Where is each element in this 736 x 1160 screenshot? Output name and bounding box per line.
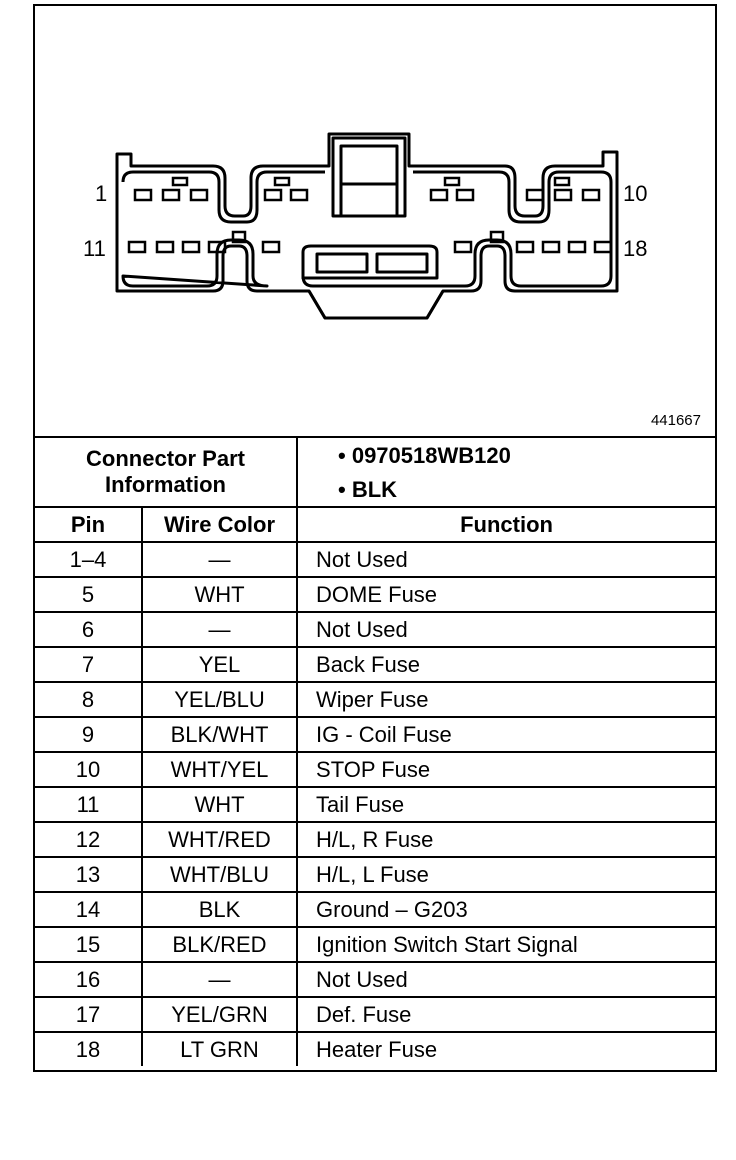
pin-cell: 7 bbox=[35, 646, 143, 683]
connector-diagram: 1 10 11 18 441667 bbox=[35, 6, 715, 436]
function-cell: Back Fuse bbox=[296, 646, 716, 683]
wire-color-cell: — bbox=[140, 961, 299, 998]
wire-color-cell: WHT/BLU bbox=[140, 856, 299, 893]
column-header-function: Function bbox=[296, 506, 716, 543]
wire-color-cell: BLK/WHT bbox=[140, 716, 299, 753]
pin-label-1: 1 bbox=[95, 181, 108, 206]
function-cell: STOP Fuse bbox=[296, 751, 716, 788]
pin-cell: 9 bbox=[35, 716, 143, 753]
part-info-label-line2: Information bbox=[105, 472, 226, 497]
wire-color-cell: — bbox=[140, 611, 299, 648]
wire-color-cell: BLK bbox=[140, 891, 299, 928]
figure-number: 441667 bbox=[650, 412, 701, 429]
part-info-label: Connector Part Information bbox=[35, 436, 299, 508]
connector-face-drawing bbox=[115, 132, 619, 320]
function-cell: Heater Fuse bbox=[296, 1031, 716, 1066]
column-header-pin: Pin bbox=[35, 506, 143, 543]
function-cell: H/L, L Fuse bbox=[296, 856, 716, 893]
wire-color-cell: WHT bbox=[140, 576, 299, 613]
pin-cell: 16 bbox=[35, 961, 143, 998]
function-cell: Not Used bbox=[296, 611, 716, 648]
table-row: 16—Not Used bbox=[35, 961, 716, 998]
wire-color-cell: WHT/YEL bbox=[140, 751, 299, 788]
function-cell: Def. Fuse bbox=[296, 996, 716, 1033]
wire-color-cell: LT GRN bbox=[140, 1031, 299, 1066]
table-row: 6—Not Used bbox=[35, 611, 716, 648]
pin-cell: 13 bbox=[35, 856, 143, 893]
wire-color-cell: WHT bbox=[140, 786, 299, 823]
function-cell: Not Used bbox=[296, 961, 716, 998]
part-info-row: Connector Part Information • 0970518WB12… bbox=[35, 436, 716, 508]
pin-cell: 18 bbox=[35, 1031, 143, 1066]
function-cell: Not Used bbox=[296, 541, 716, 578]
pin-cell: 1–4 bbox=[35, 541, 143, 578]
wire-color-cell: WHT/RED bbox=[140, 821, 299, 858]
wire-color-cell: YEL bbox=[140, 646, 299, 683]
wire-color-cell: YEL/BLU bbox=[140, 681, 299, 718]
pin-cell: 15 bbox=[35, 926, 143, 963]
function-cell: DOME Fuse bbox=[296, 576, 716, 613]
part-number: • 0970518WB120 bbox=[338, 443, 511, 468]
function-cell: Ignition Switch Start Signal bbox=[296, 926, 716, 963]
pin-cell: 14 bbox=[35, 891, 143, 928]
function-cell: Tail Fuse bbox=[296, 786, 716, 823]
connector-color: • BLK bbox=[338, 477, 398, 502]
pin-label-10: 10 bbox=[623, 181, 648, 206]
function-cell: Ground – G203 bbox=[296, 891, 716, 928]
function-cell: IG - Coil Fuse bbox=[296, 716, 716, 753]
pin-label-18: 18 bbox=[623, 236, 648, 261]
wire-color-cell: BLK/RED bbox=[140, 926, 299, 963]
pin-cell: 6 bbox=[35, 611, 143, 648]
part-info-values: • 0970518WB120 • BLK bbox=[296, 436, 716, 508]
pin-cell: 11 bbox=[35, 786, 143, 823]
pin-label-11: 11 bbox=[83, 236, 106, 261]
wire-color-cell: — bbox=[140, 541, 299, 578]
column-header-wire-color: Wire Color bbox=[140, 506, 299, 543]
part-info-label-line1: Connector Part bbox=[86, 446, 245, 471]
wire-color-cell: YEL/GRN bbox=[140, 996, 299, 1033]
pinout-table: Connector Part Information • 0970518WB12… bbox=[35, 436, 716, 1066]
pin-cell: 5 bbox=[35, 576, 143, 613]
pin-cell: 10 bbox=[35, 751, 143, 788]
pin-cell: 17 bbox=[35, 996, 143, 1033]
table-row: 1–4—Not Used bbox=[35, 541, 716, 578]
function-cell: H/L, R Fuse bbox=[296, 821, 716, 858]
column-header-row: Pin Wire Color Function bbox=[35, 506, 716, 543]
pin-cell: 8 bbox=[35, 681, 143, 718]
function-cell: Wiper Fuse bbox=[296, 681, 716, 718]
pin-cell: 12 bbox=[35, 821, 143, 858]
connector-sheet: 1 10 11 18 441667 Connector Part Informa… bbox=[33, 4, 717, 1072]
